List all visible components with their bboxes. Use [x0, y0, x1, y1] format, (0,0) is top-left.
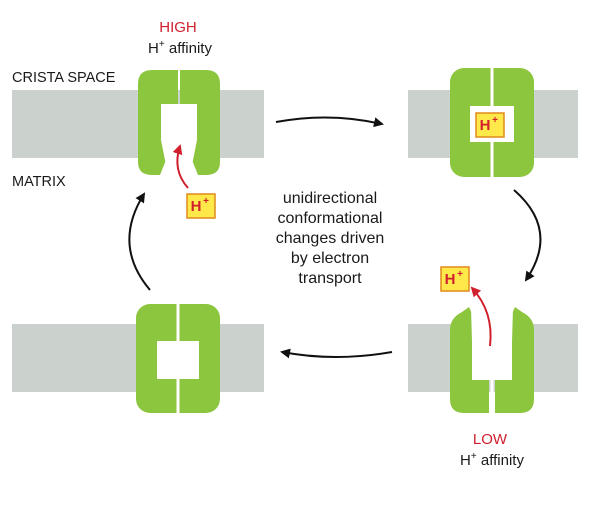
high-affinity-label: H+ affinity: [148, 39, 212, 57]
svg-text:+: +: [203, 196, 209, 207]
arrow-left-up: [128, 192, 151, 291]
center-caption-line: conformational: [278, 210, 383, 227]
svg-text:H: H: [480, 117, 491, 134]
proton-exit-arrow: [470, 286, 492, 347]
svg-text:+: +: [457, 269, 463, 280]
center-caption-line: transport: [298, 270, 362, 287]
center-caption-line: changes driven: [276, 230, 385, 247]
proton-box-released: H +: [440, 266, 470, 292]
center-caption-line: unidirectional: [283, 190, 377, 207]
svg-text:H: H: [445, 271, 456, 288]
proton-box-entering: H +: [186, 193, 216, 219]
center-caption: unidirectional conformational changes dr…: [276, 190, 385, 287]
center-caption-line: by electron: [291, 250, 369, 267]
arrow-right-down: [513, 189, 542, 282]
proton-entry-arrow: [172, 144, 189, 189]
protein-open-to-crista: [450, 307, 534, 413]
svg-text:H: H: [191, 198, 202, 215]
arrow-bottom-left: [280, 348, 393, 359]
low-label: LOW: [473, 431, 508, 448]
matrix-label: MATRIX: [12, 174, 66, 190]
high-label: HIGH: [159, 19, 197, 36]
protein-open-to-matrix: [138, 70, 220, 175]
proton-box-bound: H +: [475, 112, 505, 138]
arrow-top-right: [275, 116, 384, 128]
svg-text:+: +: [492, 115, 498, 126]
crista-space-label: CRISTA SPACE: [12, 70, 116, 86]
protein-empty-closed: [136, 304, 220, 413]
low-affinity-label: H+ affinity: [460, 451, 524, 469]
